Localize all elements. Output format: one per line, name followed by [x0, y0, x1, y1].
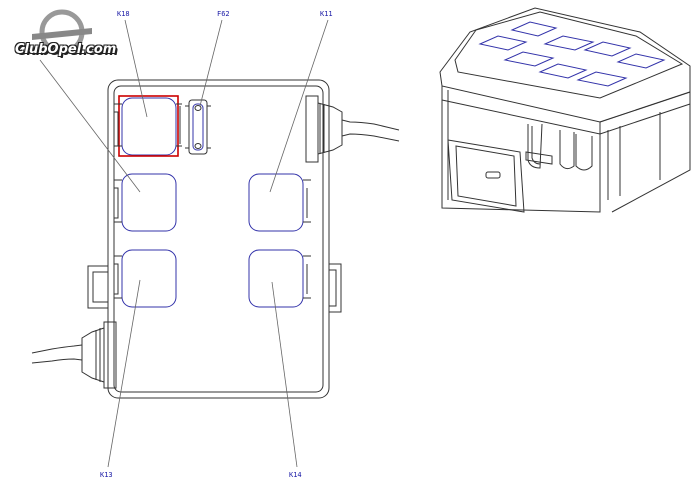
label-k18: K18: [117, 10, 130, 18]
f62-fuse-inner: [192, 103, 204, 151]
logo-text: ClubOpel.com: [15, 42, 117, 57]
k18-relay-outline: [121, 97, 177, 156]
k14-relay-outline: [248, 249, 304, 308]
relay-box-top-view: K18 F62 K11 K13 K14: [31, 10, 400, 479]
clubopel-logo: [12, 8, 112, 70]
k11-relay-outline: [248, 173, 304, 232]
label-k11: K11: [320, 10, 333, 18]
k18-highlight: [118, 95, 179, 157]
label-k13: K13: [100, 471, 113, 479]
relay-box-iso-view: [439, 7, 691, 213]
label-k14: K14: [289, 471, 302, 479]
label-f62: F62: [217, 10, 230, 18]
k12-relay-outline: [121, 173, 177, 232]
k13-relay-outline: [121, 249, 177, 308]
f62-fuse: [188, 99, 208, 155]
